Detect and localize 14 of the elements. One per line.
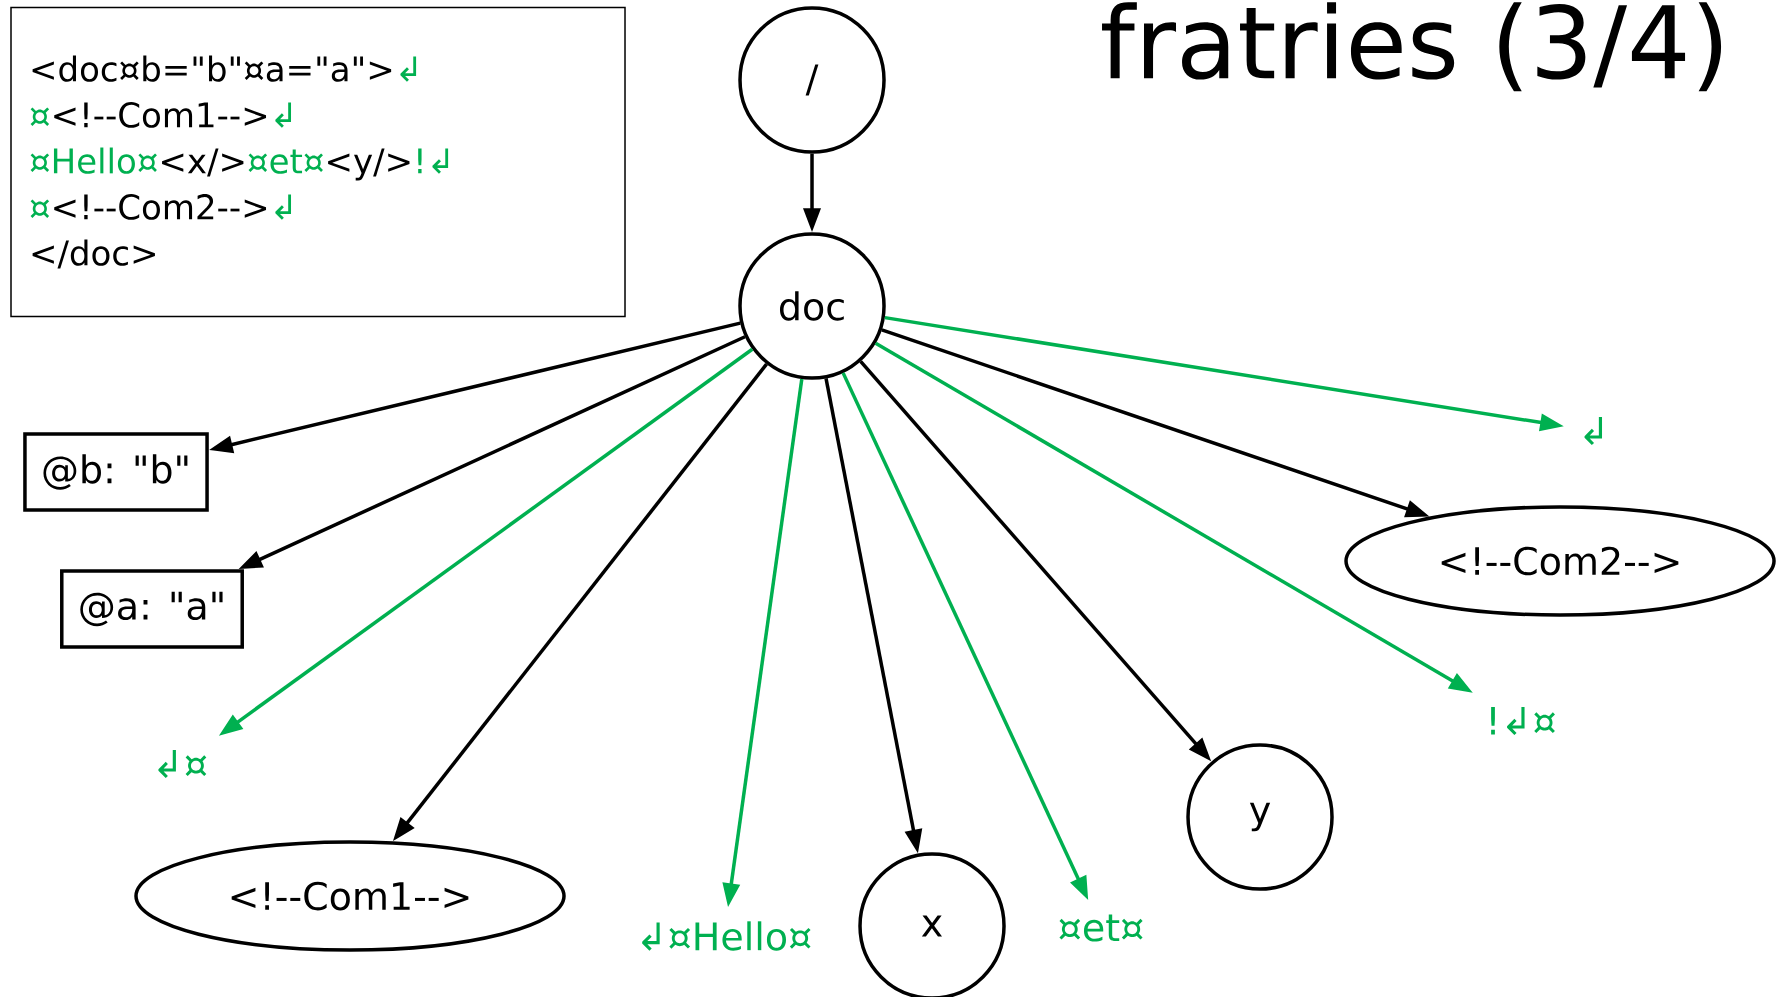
circle-node: y xyxy=(1186,743,1334,891)
text-label: ¤et¤ xyxy=(1059,914,1143,942)
ellipse-node: <!--Com2--> xyxy=(1344,505,1776,617)
ellipse-node: <!--Com1--> xyxy=(134,840,566,952)
code-box: <doc¤b="b"¤a="a"> ↲ ¤<!--Com1--> ↲ ¤Hello¤<x/>¤et¤<y/> !↲ ¤<!--Com2--> ↲ </doc> xyxy=(10,6,626,318)
text-label: ↲¤ xyxy=(158,749,207,779)
attribute-box: @b: "b" xyxy=(23,432,209,512)
attribute-box: @a: "a" xyxy=(60,569,244,649)
title: fratries (3/4) xyxy=(1102,2,1722,92)
text-label: ↲¤Hello¤ xyxy=(642,921,811,951)
circle-node: doc xyxy=(738,232,886,380)
text-label: ↲ xyxy=(1584,416,1602,446)
text-label: !↲¤ xyxy=(1491,706,1555,736)
circle-node: / xyxy=(738,6,886,154)
